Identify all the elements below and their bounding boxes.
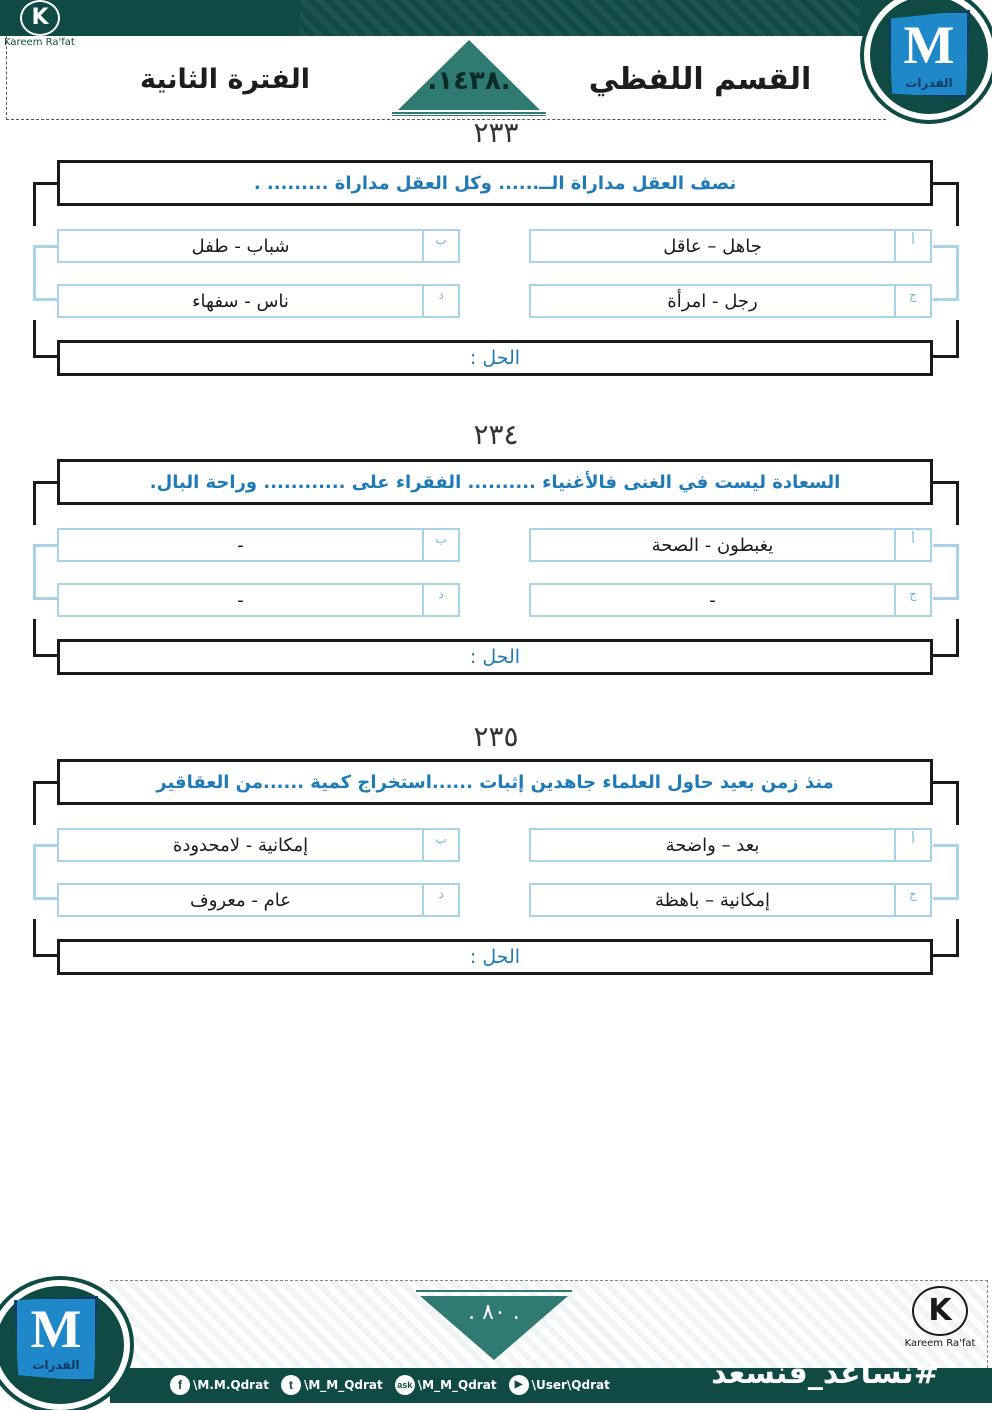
question-prompt: السعادة ليست في الغنى فالأغنياء ........… [57,459,933,505]
header-frame [6,36,886,120]
option-text: - [709,589,716,611]
social-handle: \User\Qdrat [531,1378,610,1392]
option-d[interactable]: د ناس - سفهاء [57,284,460,318]
year-underline [392,112,546,116]
option-letter: ب [422,830,458,860]
footer-band [110,1368,992,1403]
bracket-right-bottom [933,919,959,957]
option-b[interactable]: ب إمكانية - لامحدودة [57,828,460,862]
question-number: ٢٣٤ [473,418,519,451]
option-letter: ب [422,530,458,560]
option-b[interactable]: ب شباب - طفل [57,229,460,263]
option-b[interactable]: ب - [57,528,460,562]
option-c[interactable]: ج إمكانية – باهظة [529,883,932,917]
year-label: .١٤٣٨. [427,66,511,96]
option-letter: ج [894,885,930,915]
social-askfm[interactable]: ask \M_M_Qdrat [394,1375,497,1395]
header-hatch [300,0,860,36]
option-text: - [237,534,244,556]
period-title: الفترة الثانية [139,64,311,95]
bracket-left-bottom [33,619,57,657]
option-letter: أ [894,830,930,860]
logo-caption: القدرات [905,76,953,90]
question-prompt: نصف العقل مداراة الــ...... وكل العقل مد… [57,160,933,206]
option-text: - [237,589,244,611]
option-a[interactable]: أ جاهل – عاقل [529,229,932,263]
option-letter: د [422,585,458,615]
option-letter: أ [894,530,930,560]
option-a[interactable]: أ بعد – واضحة [529,828,932,862]
bracket-left-top [33,182,57,226]
options-bracket-right [933,245,959,301]
section-title: القسم اللفظي [588,62,812,97]
answer-box[interactable]: الحل : [57,939,933,975]
option-letter: ج [894,585,930,615]
brand-logo-icon: K [20,0,60,36]
page-number: . ٨٠ . [468,1300,520,1325]
social-handle: \M_M_Qdrat [417,1378,497,1392]
social-handle: \M_M_Qdrat [303,1378,383,1392]
option-letter: ج [894,286,930,316]
bracket-right-top [933,182,959,226]
bracket-right-bottom [933,320,959,358]
bracket-left-bottom [33,919,57,957]
bracket-left-top [33,781,57,825]
social-handle: \M.M.Qdrat [193,1378,269,1392]
options-bracket-left [33,245,57,301]
option-letter: أ [894,231,930,261]
page-header: K Kareem Ra'fat القسم اللفظي .١٤٣٨. الفت… [0,0,992,125]
option-text: جاهل – عاقل [663,235,762,257]
options-bracket-left [33,544,57,600]
bracket-right-top [933,781,959,825]
question-number: ٢٣٥ [473,720,519,753]
social-youtube[interactable]: ▶ \User\Qdrat [508,1375,610,1395]
option-d[interactable]: د عام - معروف [57,883,460,917]
brand-logo-icon: K [912,1286,968,1336]
header-band [0,0,905,36]
bracket-left-bottom [33,320,57,358]
logo-letter: M [903,15,955,75]
option-letter: ب [422,231,458,261]
facebook-icon: f [170,1375,190,1395]
youtube-icon: ▶ [508,1375,529,1395]
option-text: بعد – واضحة [665,834,760,856]
option-text: ناس - سفهاء [192,290,289,312]
options-bracket-right [933,544,959,600]
askfm-icon: ask [394,1375,415,1395]
page-dot [488,1345,500,1357]
bracket-left-top [33,481,57,525]
option-text: إمكانية – باهظة [655,889,771,911]
brand-name: Kareem Ra'fat [4,37,75,48]
social-facebook[interactable]: f \M.M.Qdrat [170,1375,269,1395]
footer-logo-letter: M [30,1299,82,1359]
options-bracket-right [933,844,959,900]
bracket-right-top [933,481,959,525]
twitter-icon: t [280,1375,301,1395]
option-c[interactable]: ج رجل - امرأة [529,284,932,318]
option-text: يغبطون - الصحة [651,534,774,556]
option-d[interactable]: د - [57,583,460,617]
question-number: ٢٣٣ [473,116,519,149]
social-links: f \M.M.Qdrat t \M_M_Qdrat ask \M_M_Qdrat… [170,1374,610,1396]
footer-hatch [110,1280,988,1368]
question-prompt: منذ زمن بعيد حاول العلماء جاهدين إثبات .… [57,759,933,805]
option-c[interactable]: ج - [529,583,932,617]
social-twitter[interactable]: t \M_M_Qdrat [280,1375,383,1395]
brand-name: Kareem Ra'fat [904,1338,976,1349]
bracket-right-bottom [933,619,959,657]
option-text: عام - معروف [190,889,291,911]
option-a[interactable]: أ يغبطون - الصحة [529,528,932,562]
option-text: رجل - امرأة [667,290,758,312]
footer-logo-caption: القدرات [32,1358,80,1372]
answer-box[interactable]: الحل : [57,639,933,675]
hashtag-slogan: #نساعد_فنسعد [711,1356,939,1391]
options-bracket-left [33,844,57,900]
option-letter: د [422,286,458,316]
option-text: إمكانية - لامحدودة [172,834,309,856]
option-text: شباب - طفل [191,235,290,257]
answer-box[interactable]: الحل : [57,340,933,376]
option-letter: د [422,885,458,915]
page-number-line [416,1290,572,1294]
